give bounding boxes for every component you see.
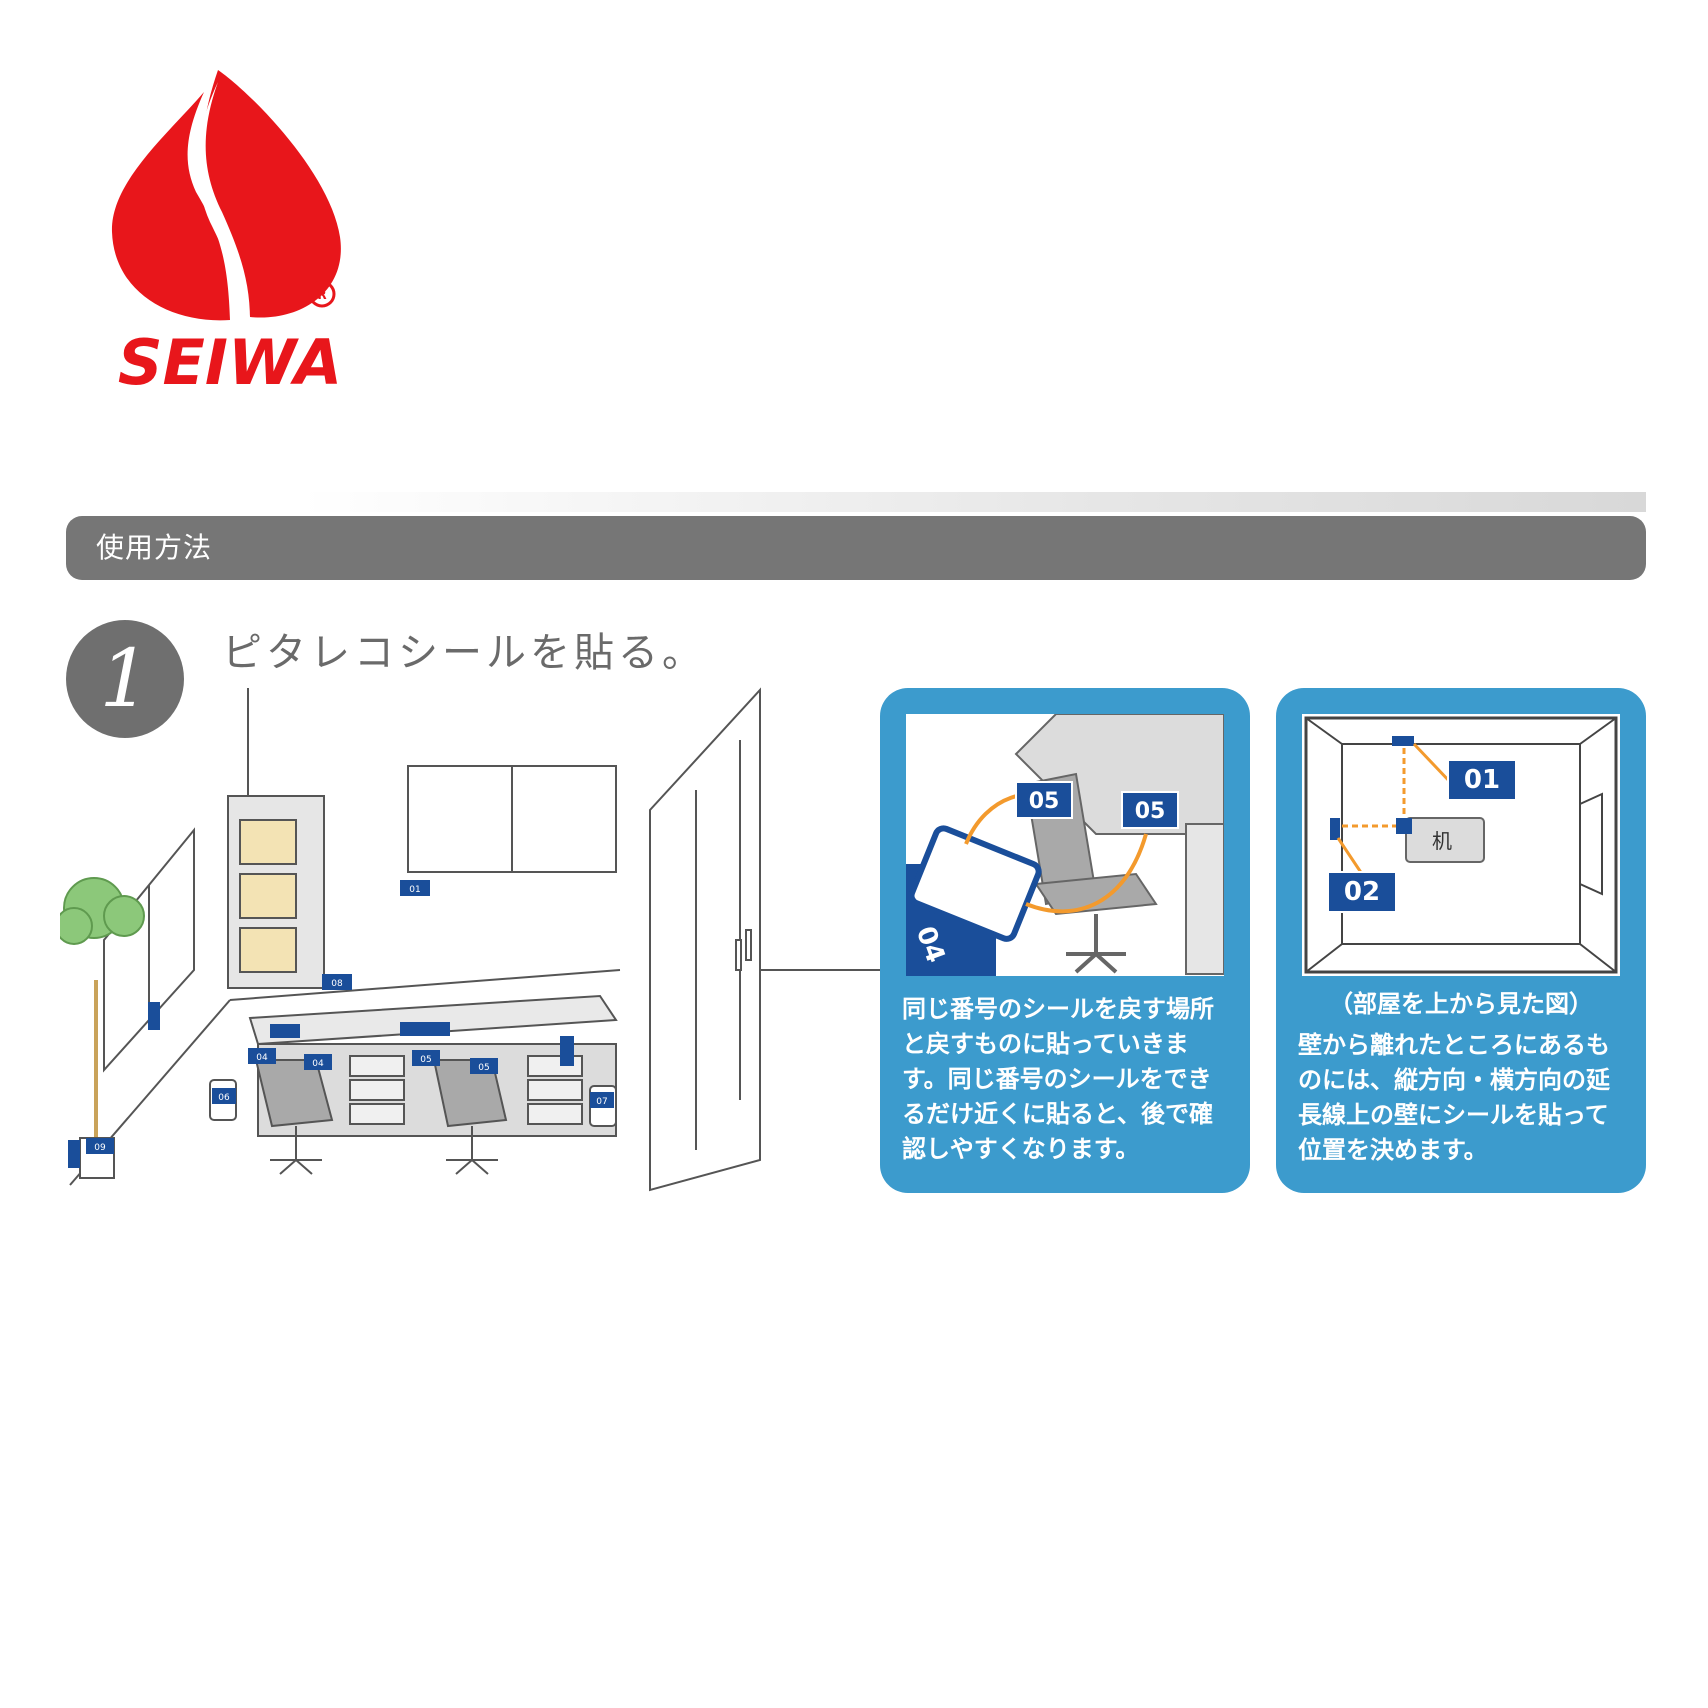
panel-2-description: 壁から離れたところにあるものには、縦方向・横方向の延長線上の壁にシールを貼って位… xyxy=(1298,1031,1610,1164)
scene-sticker-label: 04 xyxy=(256,1053,268,1063)
panel-1-sticker-label: 05 xyxy=(1029,789,1060,814)
step-number-badge: 1 xyxy=(66,620,184,738)
panel-2-floor-plan: 机 01 02 xyxy=(1302,714,1620,976)
scene-sticker-label: 07 xyxy=(596,1097,607,1107)
scene-sticker-label: 05 xyxy=(420,1055,431,1065)
panel-1-illustration: 05 05 04 xyxy=(906,714,1224,976)
section-title: 使用方法 xyxy=(96,531,213,564)
scene-sticker-label: 01 xyxy=(409,885,420,895)
panel-1-sticker-label: 05 xyxy=(1135,799,1166,824)
svg-text:R: R xyxy=(317,288,326,302)
step-title: ピタレコシールを貼る。 xyxy=(222,630,706,676)
panel-1-description: 同じ番号のシールを戻す場所と戻すものに貼っていきます。同じ番号のシールをできるだ… xyxy=(902,995,1214,1163)
panel-2-sticker-label: 02 xyxy=(1344,877,1380,907)
section-header-bar: 使用方法 xyxy=(66,516,1646,580)
section-bar-highlight xyxy=(300,492,1646,512)
brand-wordmark: SEIWA xyxy=(118,326,342,399)
scene-sticker-label: 05 xyxy=(478,1063,489,1073)
scene-sticker-label: 04 xyxy=(312,1059,324,1069)
desk-label: 机 xyxy=(1432,829,1452,853)
scene-sticker-label: 08 xyxy=(331,979,343,989)
scene-sticker-label: 09 xyxy=(94,1143,106,1153)
panel-2-sticker-label: 01 xyxy=(1464,765,1500,795)
info-panel-floor-plan: 机 01 02 （部屋を上から見た図） 壁から離れたところにあるものには、縦方向… xyxy=(1276,688,1646,1193)
info-panel-matching-stickers: 05 05 04 同じ番号のシールを戻す場所と戻すものに貼っていきます。同じ番号… xyxy=(880,688,1250,1193)
panel-2-caption: （部屋を上から見た図） xyxy=(1329,990,1593,1018)
office-scene-illustration: 01 08 04 04 05 05 06 07 09 xyxy=(60,687,880,1192)
seiwa-logo: R SEIWA xyxy=(111,70,342,399)
step-number: 1 xyxy=(99,632,151,725)
scene-sticker-label: 06 xyxy=(218,1093,230,1103)
